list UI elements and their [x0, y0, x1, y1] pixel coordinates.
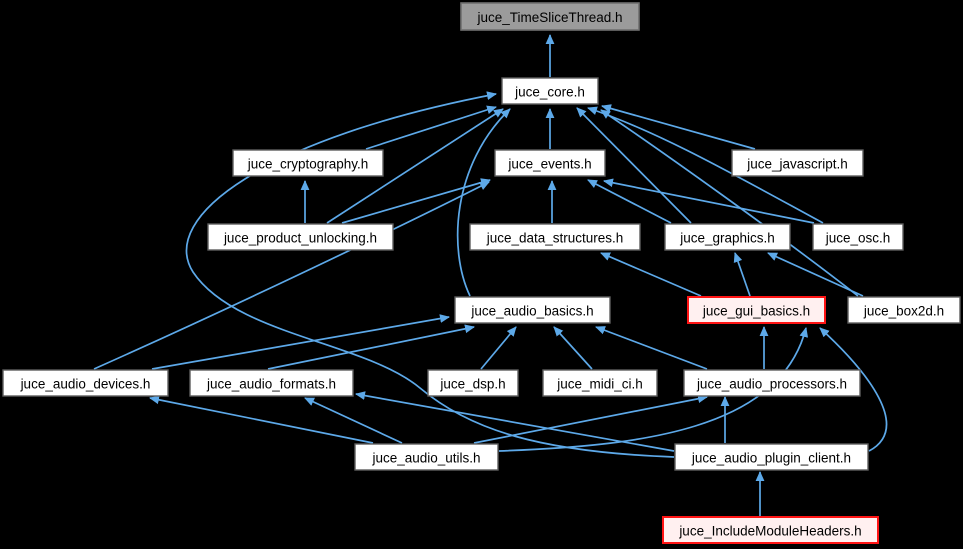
- edge-dsp-to-ab: [480, 326, 517, 370]
- node-label: juce_events.h: [507, 157, 591, 172]
- edge-ab-to-core: [456, 108, 511, 297]
- node-box: [2, 369, 169, 397]
- edge-af-to-ab: [267, 324, 475, 370]
- node-juce_IncludeModuleHeaders-h[interactable]: juce_IncludeModuleHeaders.h: [662, 516, 879, 544]
- node-box: [454, 296, 611, 324]
- edge-midi-to-ab: [553, 326, 593, 370]
- node-juce_graphics-h[interactable]: juce_graphics.h: [664, 223, 791, 251]
- edge-gui-to-ds: [600, 252, 702, 297]
- node-label: juce_audio_plugin_client.h: [691, 451, 851, 466]
- node-label: juce_core.h: [514, 85, 585, 100]
- node-label: juce_IncludeModuleHeaders.h: [678, 524, 861, 539]
- edge-gfx-to-events: [587, 179, 672, 224]
- edge-pu-to-events: [341, 178, 491, 224]
- edge-gui-to-gfx: [733, 252, 751, 297]
- edge-au-to-ad: [149, 395, 374, 444]
- node-box: [207, 223, 394, 251]
- node-box: [812, 223, 904, 251]
- edge-au-to-gui: [498, 327, 809, 452]
- node-juce_audio_basics-h[interactable]: juce_audio_basics.h: [454, 296, 611, 324]
- node-box: [683, 369, 861, 397]
- node-juce_osc-h[interactable]: juce_osc.h: [812, 223, 904, 251]
- node-label: juce_data_structures.h: [486, 231, 624, 246]
- node-juce_audio_devices-h[interactable]: juce_audio_devices.h: [2, 369, 169, 397]
- edge-crypto-to-core: [365, 105, 497, 150]
- edge-ad-to-ab: [151, 314, 450, 370]
- node-label: juce_audio_processors.h: [696, 377, 847, 392]
- node-juce_data_structures-h[interactable]: juce_data_structures.h: [469, 223, 641, 251]
- edge-gfx-to-core: [576, 107, 692, 224]
- node-box: [232, 149, 384, 177]
- node-label: juce_midi_ci.h: [556, 377, 643, 392]
- edge-ad-to-events: [93, 181, 490, 370]
- node-box: [674, 443, 869, 471]
- node-juce_cryptography-h[interactable]: juce_cryptography.h: [232, 149, 384, 177]
- node-box: [687, 296, 826, 324]
- node-box: [731, 149, 864, 177]
- edge-apc-to-af: [355, 391, 675, 452]
- edge-js-to-core: [601, 104, 756, 150]
- edge-box2d-to-gfx: [767, 252, 864, 297]
- edge-pu-to-core: [326, 108, 504, 224]
- node-juce_audio_formats-h[interactable]: juce_audio_formats.h: [189, 369, 354, 397]
- node-juce_midi_ci-h[interactable]: juce_midi_ci.h: [542, 369, 658, 397]
- node-box: [354, 443, 499, 471]
- node-label: juce_dsp.h: [439, 377, 505, 392]
- node-box: [494, 149, 606, 177]
- node-box: [189, 369, 354, 397]
- node-label: juce_audio_devices.h: [20, 377, 151, 392]
- node-juce_gui_basics-h[interactable]: juce_gui_basics.h: [687, 296, 826, 324]
- node-box: [469, 223, 641, 251]
- node-box: [662, 516, 879, 544]
- node-label: juce_javascript.h: [746, 157, 848, 172]
- node-label: juce_cryptography.h: [247, 157, 369, 172]
- node-label: juce_box2d.h: [863, 304, 944, 319]
- edge-au-to-af: [304, 397, 403, 444]
- edge-osc-to-events: [603, 178, 815, 224]
- node-juce_audio_processors-h[interactable]: juce_audio_processors.h: [683, 369, 861, 397]
- node-label: juce_audio_utils.h: [371, 451, 480, 466]
- node-box: [460, 2, 640, 31]
- node-box: [427, 369, 519, 397]
- node-juce_core-h[interactable]: juce_core.h: [501, 77, 599, 105]
- node-box: [501, 77, 599, 105]
- node-box: [542, 369, 658, 397]
- node-juce_audio_plugin_client-h[interactable]: juce_audio_plugin_client.h: [674, 443, 869, 471]
- node-juce_audio_utils-h[interactable]: juce_audio_utils.h: [354, 443, 499, 471]
- node-juce_javascript-h[interactable]: juce_javascript.h: [731, 149, 864, 177]
- edge-apc-to-gui: [819, 327, 888, 452]
- node-juce_product_unlocking-h[interactable]: juce_product_unlocking.h: [207, 223, 394, 251]
- node-label: juce_osc.h: [825, 231, 891, 246]
- node-label: juce_product_unlocking.h: [223, 231, 377, 246]
- edge-box2d-to-core: [600, 109, 859, 297]
- node-label: juce_graphics.h: [679, 231, 775, 246]
- node-label: juce_audio_basics.h: [470, 304, 593, 319]
- node-juce_box2d-h[interactable]: juce_box2d.h: [847, 296, 961, 324]
- node-box: [664, 223, 791, 251]
- node-label: juce_gui_basics.h: [702, 304, 810, 319]
- node-box: [847, 296, 961, 324]
- node-label: juce_TimeSliceThread.h: [476, 10, 622, 25]
- edge-osc-to-core: [587, 106, 824, 224]
- node-label: juce_audio_formats.h: [206, 377, 336, 392]
- edge-ap-to-ab: [595, 326, 708, 370]
- node-juce_events-h[interactable]: juce_events.h: [494, 149, 606, 177]
- node-juce_dsp-h[interactable]: juce_dsp.h: [427, 369, 519, 397]
- edge-apc-to-core: [185, 91, 675, 458]
- node-juce_TimeSliceThread-h: juce_TimeSliceThread.h: [460, 2, 640, 31]
